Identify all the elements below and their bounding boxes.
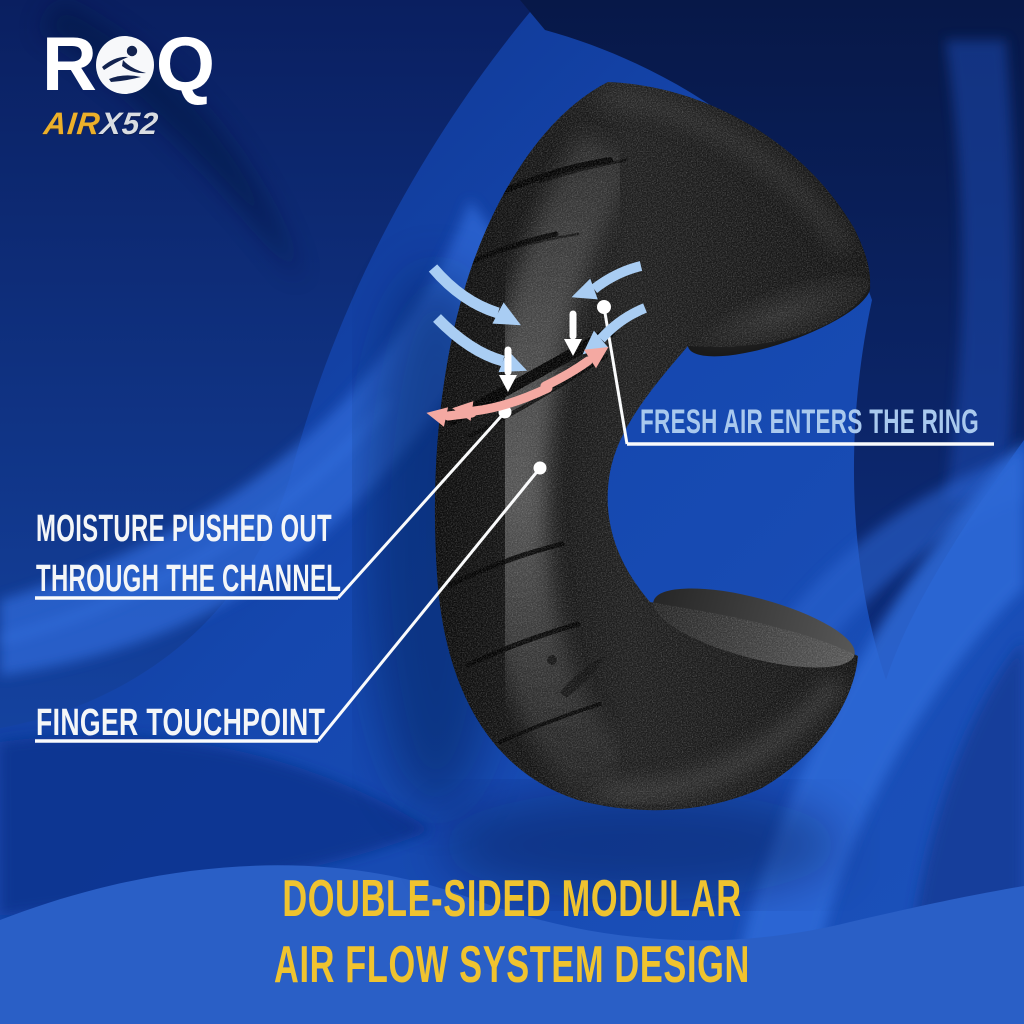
footer-title: DOUBLE-SIDED MODULAR AIR FLOW SYSTEM DES… [174, 866, 850, 998]
footer-title-line2: AIR FLOW SYSTEM DESIGN [274, 936, 750, 994]
callout-moisture-line1: MOISTURE PUSHED OUT [36, 508, 332, 550]
logo-roq: R Q [42, 22, 215, 107]
moisture-out-arrows-icon [426, 347, 609, 427]
leaping-athlete-icon [95, 36, 154, 94]
callout-finger-touchpoint: FINGER TOUCHPOINT [36, 702, 326, 744]
fresh-air-arrows-right-icon [571, 261, 647, 355]
logo-model-number: X52 [98, 106, 161, 141]
brand-logo: R Q AIRX52 [42, 22, 215, 142]
logo-model: AIRX52 [42, 106, 212, 142]
callout-fresh-air: FRESH AIR ENTERS THE RING [640, 403, 980, 441]
callout-dot-finger [533, 461, 547, 475]
callout-moisture: MOISTURE PUSHED OUT THROUGH THE CHANNEL [36, 504, 341, 604]
logo-letter-q: Q [155, 22, 215, 107]
logo-letter-r: R [42, 22, 97, 107]
logo-model-air: AIR [42, 106, 103, 141]
air-down-arrows-icon [499, 310, 582, 392]
silicone-ring-render [434, 82, 871, 811]
callout-moisture-line2: THROUGH THE CHANNEL [36, 558, 342, 600]
callout-leader-lines [35, 306, 994, 743]
callout-dot-fresh-air [597, 300, 611, 314]
footer-title-line1: DOUBLE-SIDED MODULAR [282, 870, 742, 928]
